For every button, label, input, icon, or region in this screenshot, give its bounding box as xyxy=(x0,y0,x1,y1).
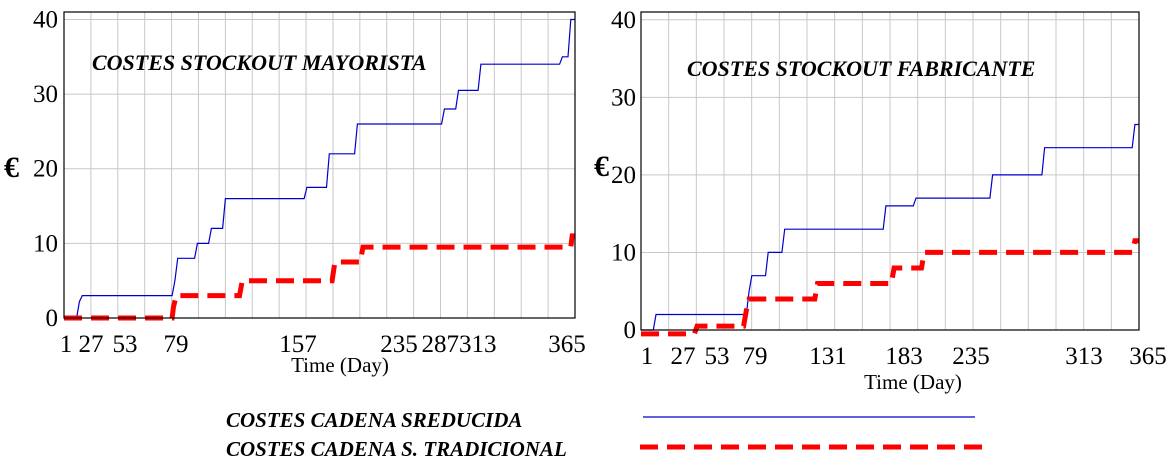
chart-fabricante-x-axis-title: Time (Day) xyxy=(864,370,962,394)
chart-fabricante-plot-frame xyxy=(640,11,1140,331)
chart-fabricante-x-ticks: 1 27 53 79 131 183 235 313 365 xyxy=(641,343,1167,370)
chart-fabricante-title: COSTES STOCKOUT FABRICANTE xyxy=(687,56,1035,81)
chart-fabricante-series xyxy=(641,123,1139,337)
series-line-tradicional xyxy=(641,238,1139,337)
legend-label-reducida: COSTES CADENA SREDUCIDA xyxy=(226,408,522,432)
x-tick-label: 79 xyxy=(743,343,768,370)
x-tick-label: 235 xyxy=(380,331,418,358)
x-tick-label: 365 xyxy=(548,331,586,358)
chart-mayorista-x-axis-title: Time (Day) xyxy=(291,353,389,377)
y-tick-label: 40 xyxy=(611,7,636,34)
chart-mayorista-y-unit: € xyxy=(4,151,19,184)
series-line-reducida xyxy=(64,18,575,319)
chart-fabricante-y-ticks: 0 10 20 30 40 xyxy=(611,7,636,344)
x-tick-label: 313 xyxy=(1065,343,1103,370)
x-tick-label: 1 xyxy=(60,331,73,358)
x-tick-label: 365 xyxy=(1129,343,1167,370)
x-tick-label: 27 xyxy=(671,343,696,370)
x-tick-label: 27 xyxy=(79,331,104,358)
chart-fabricante: 0 10 20 30 40 1 27 53 79 131 183 235 313 365 COSTES … xyxy=(594,7,1167,394)
chart-mayorista-grid xyxy=(64,12,575,318)
x-tick-label: 53 xyxy=(705,343,730,370)
series-line-tradicional xyxy=(64,233,575,321)
chart-fabricante-y-unit: € xyxy=(594,150,609,183)
x-tick-label: 157 xyxy=(279,331,317,358)
chart-mayorista-plot-frame xyxy=(63,11,576,319)
x-tick-label: 235 xyxy=(952,343,990,370)
x-tick-label: 183 xyxy=(885,343,923,370)
y-tick-label: 0 xyxy=(46,305,59,332)
y-tick-label: 10 xyxy=(611,239,636,266)
legend: COSTES CADENA SREDUCIDA COSTES CADENA S.… xyxy=(226,408,988,461)
x-tick-label: 131 xyxy=(809,343,847,370)
y-tick-label: 40 xyxy=(33,6,58,33)
legend-label-tradicional: COSTES CADENA S. TRADICIONAL xyxy=(226,437,567,461)
x-tick-label: 53 xyxy=(113,331,138,358)
x-tick-label: 287313 xyxy=(422,331,497,358)
series-line-reducida xyxy=(641,123,1139,331)
y-tick-label: 20 xyxy=(33,156,58,183)
y-tick-label: 30 xyxy=(611,84,636,111)
y-tick-label: 10 xyxy=(33,230,58,257)
x-tick-label: 1 xyxy=(641,343,654,370)
x-tick-label: 79 xyxy=(164,331,189,358)
chart-mayorista-y-ticks: 0 10 20 30 40 xyxy=(33,6,58,332)
y-tick-label: 20 xyxy=(611,162,636,189)
y-tick-label: 0 xyxy=(624,317,637,344)
chart-mayorista-series xyxy=(64,18,575,321)
chart-fabricante-grid xyxy=(641,12,1139,330)
chart-mayorista-title: COSTES STOCKOUT MAYORISTA xyxy=(92,50,427,75)
y-tick-label: 30 xyxy=(33,81,58,108)
